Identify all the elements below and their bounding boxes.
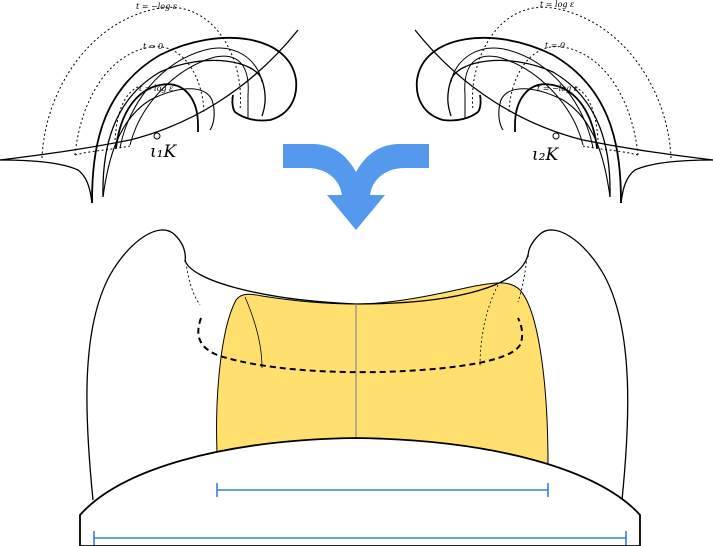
right-thick-small-arc [514, 83, 598, 149]
right-inner-rib [498, 88, 611, 198]
left-basepoint [153, 132, 161, 140]
left-label-t-top: t = −log ε [136, 2, 177, 11]
right-point-label: ι₂K [532, 145, 559, 165]
left-base-curve [0, 29, 299, 161]
scale-bar-short [216, 483, 549, 497]
top-saddle-curve [184, 254, 529, 305]
left-piece [0, 6, 299, 204]
right-inner-arc [447, 59, 611, 198]
left-point-label: ι₁K [150, 142, 177, 162]
right-base-curve [414, 29, 713, 161]
dashed-equator [197, 317, 524, 374]
left-dotted-mid [74, 46, 205, 156]
left-dotted-connector [185, 261, 201, 306]
right-label-t-top: t = log ε [540, 0, 574, 9]
glued-region-fill [216, 282, 549, 466]
scale-bar-long [93, 531, 627, 545]
left-base-lower [0, 159, 93, 204]
right-thin-arc2 [464, 55, 584, 146]
left-dotted-outer [41, 6, 242, 159]
left-inner-rib [102, 88, 215, 198]
glued-surface [79, 229, 641, 546]
right-basepoint [552, 132, 560, 140]
right-thin-mid-arc [450, 47, 594, 149]
right-dotted-outer [471, 6, 672, 159]
right-base-lower [620, 159, 713, 204]
merge-arrow-icon [283, 144, 429, 230]
left-label-t-low: t = log ε [139, 84, 173, 93]
right-dotted-low2 [572, 85, 599, 141]
left-wall [86, 229, 186, 501]
left-inner-arc [102, 59, 266, 198]
right-dotted-mid [508, 46, 639, 156]
left-outer-arc [91, 37, 298, 204]
right-dotted-low [582, 145, 639, 156]
left-label-t-mid: t = 0 [143, 42, 163, 51]
left-thick-small-arc [115, 83, 199, 149]
left-dotted-low [74, 145, 131, 156]
right-label-t-low: t = −log ε [537, 84, 578, 93]
left-inner-vertical [244, 296, 263, 369]
left-thin-arc2 [129, 55, 249, 146]
right-piece [414, 6, 713, 204]
left-thin-mid-arc [119, 47, 263, 149]
bottom-arc [79, 437, 641, 546]
right-wall [527, 229, 629, 501]
right-label-t-mid: t = 0 [545, 41, 565, 50]
left-dotted-low2 [114, 85, 141, 141]
right-outer-arc [415, 37, 622, 204]
